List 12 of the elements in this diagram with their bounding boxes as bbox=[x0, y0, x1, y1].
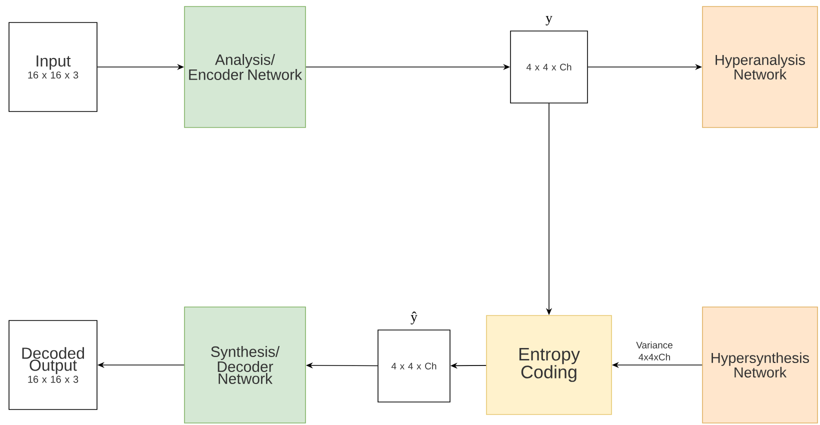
network-box: Hyperanalysis Network bbox=[702, 6, 818, 128]
network-box: Hypersynthesis Network bbox=[702, 306, 818, 424]
tensor-box: 4 x 4 x Ch bbox=[378, 330, 450, 402]
tensor-box: 4 x 4 x Ch bbox=[510, 30, 588, 104]
network-box: Synthesis/ Decoder Network bbox=[184, 306, 306, 424]
tensor-label: ŷ bbox=[410, 312, 418, 324]
edge-label: Variance 4x4xCh bbox=[636, 341, 672, 360]
output-box: Decoded Output 16 x 16 x 3 bbox=[8, 320, 98, 410]
network-box: Analysis/ Encoder Network bbox=[184, 6, 306, 128]
tensor-label: y bbox=[546, 16, 552, 26]
entropy-coding-box: Entropy Coding bbox=[486, 315, 612, 415]
input-box: Input 16 x 16 x 3 bbox=[8, 22, 98, 112]
